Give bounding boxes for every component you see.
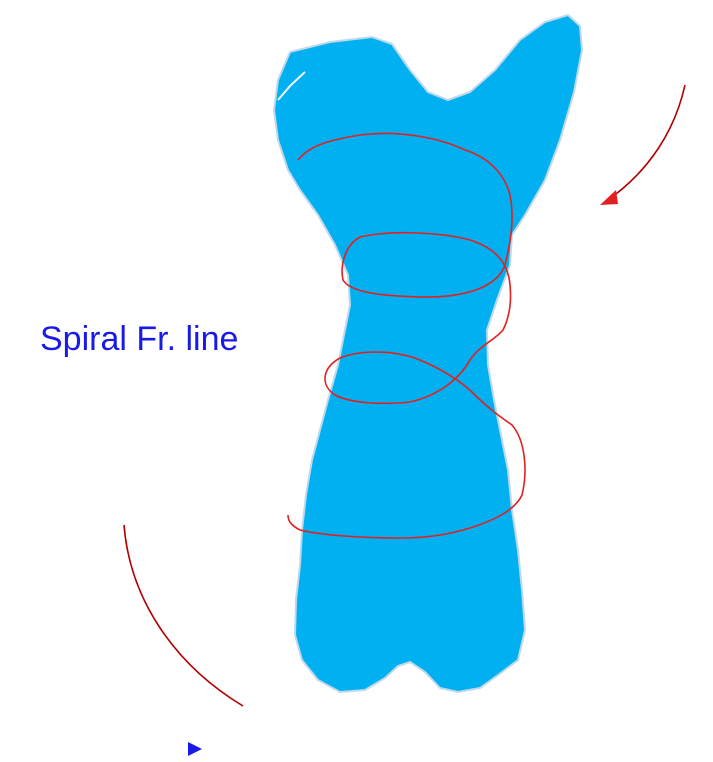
- spiral-fracture-label: Spiral Fr. line: [40, 322, 238, 356]
- arrowhead-icon: [600, 190, 618, 205]
- curved-arrow-icon: [608, 85, 685, 200]
- play-triangle-icon: [188, 742, 202, 756]
- curved-arc-icon: [124, 525, 243, 706]
- bone-shape: [274, 15, 582, 692]
